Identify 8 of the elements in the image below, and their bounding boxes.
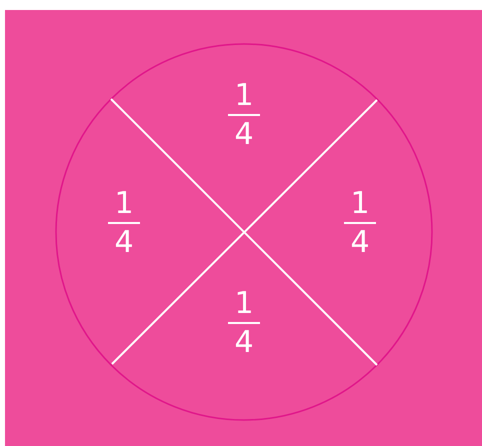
denominator: 4: [350, 227, 370, 259]
denominator: 4: [234, 327, 254, 359]
numerator: 1: [114, 188, 134, 220]
numerator: 1: [350, 188, 370, 220]
denominator: 4: [114, 227, 134, 259]
numerator: 1: [234, 288, 254, 320]
numerator: 1: [234, 80, 254, 112]
denominator: 4: [234, 119, 254, 151]
